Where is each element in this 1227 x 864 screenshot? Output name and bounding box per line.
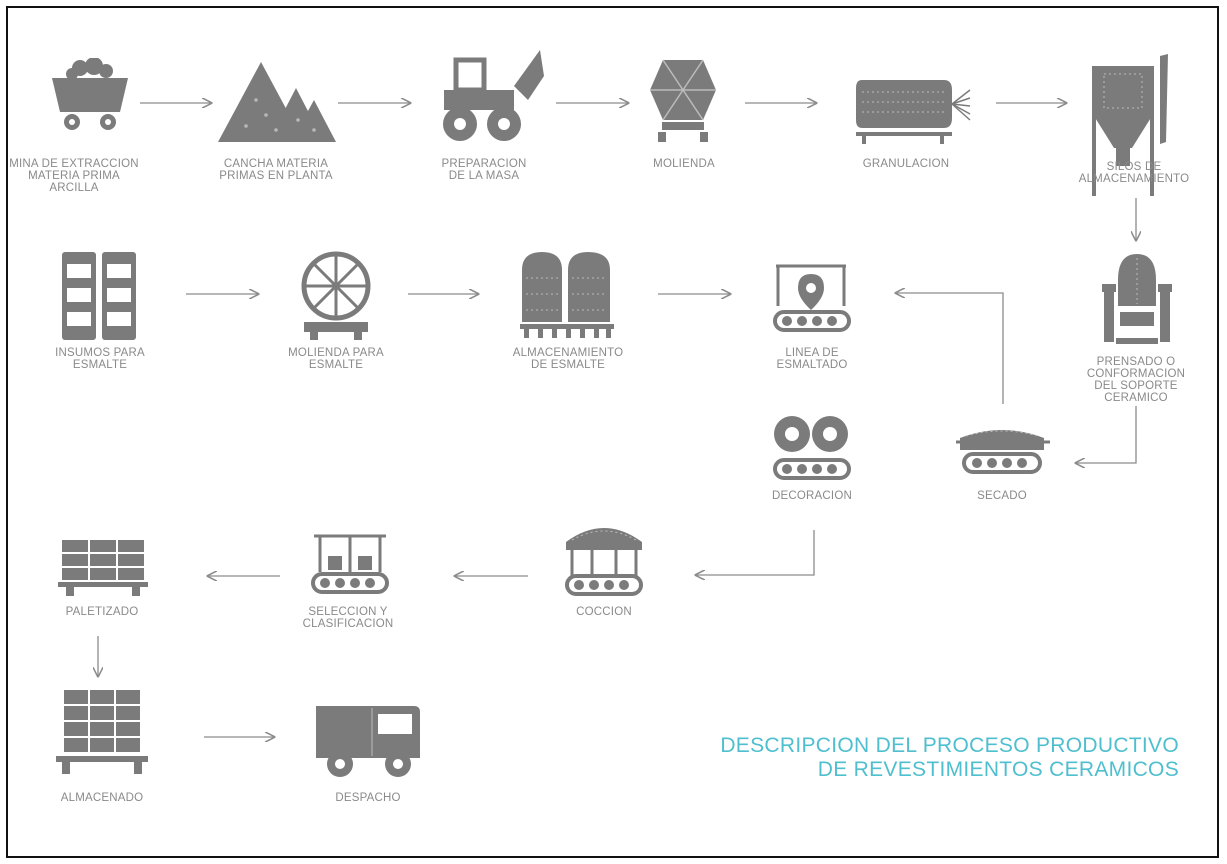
diagram-frame: MINA DE EXTRACCION MATERIA PRIMA ARCILLA… bbox=[6, 6, 1219, 858]
title-line-1: DESCRIPCION DEL PROCESO PRODUCTIVO bbox=[720, 734, 1179, 757]
stacked-pallet-icon bbox=[56, 690, 148, 774]
arrow-12 bbox=[696, 530, 815, 575]
kiln-icon bbox=[565, 528, 643, 596]
mine-cart-icon bbox=[52, 58, 128, 130]
loader-truck-icon bbox=[443, 50, 544, 141]
glaze-supplies-icon bbox=[62, 252, 136, 340]
diagram-title: DESCRIPCION DEL PROCESO PRODUCTIVO DE RE… bbox=[720, 734, 1179, 782]
step-label-despacho: DESPACHO bbox=[335, 792, 401, 804]
title-line-2: DE REVESTIMIENTOS CERAMICOS bbox=[817, 758, 1179, 781]
step-label-paletizado: PALETIZADO bbox=[65, 606, 139, 618]
step-label-molienda: MOLIENDA bbox=[653, 158, 715, 170]
step-label-preparacion: PREPARACION DE LA MASA bbox=[441, 158, 527, 182]
press-icon bbox=[1102, 254, 1172, 344]
sorting-icon bbox=[311, 534, 389, 594]
step-label-seleccion: SELECCION Y CLASIFICACION bbox=[302, 606, 394, 630]
step-label-granulacion: GRANULACION bbox=[862, 158, 950, 170]
step-label-linea-esmaltado: LINEA DE ESMALTADO bbox=[776, 347, 848, 371]
decoration-icon bbox=[773, 416, 851, 480]
truck-icon bbox=[316, 706, 420, 777]
arrow-7 bbox=[1076, 406, 1137, 463]
pallet-icon bbox=[58, 540, 148, 596]
step-label-decoracion: DECORACION bbox=[772, 490, 852, 502]
silo-icon bbox=[1092, 54, 1168, 196]
step-label-secado: SECADO bbox=[977, 490, 1027, 502]
step-label-silos: SILOS DE ALMACENAMIENTO bbox=[1078, 161, 1190, 185]
step-label-cancha: CANCHA MATERIA PRIMAS EN PLANTA bbox=[219, 158, 333, 182]
flow-arrows bbox=[8, 8, 1221, 860]
step-label-almacenado: ALMACENADO bbox=[60, 792, 144, 804]
glazing-line-icon bbox=[773, 264, 851, 332]
material-piles-icon bbox=[218, 62, 336, 142]
glaze-mill-icon bbox=[301, 251, 371, 340]
spray-dryer-icon bbox=[856, 80, 971, 144]
mill-icon bbox=[650, 59, 716, 142]
step-label-coccion: COCCION bbox=[576, 606, 632, 618]
step-label-prensado: PRENSADO O CONFORMACION DEL SOPORTE CERA… bbox=[1086, 356, 1186, 404]
step-label-insumos: INSUMOS PARA ESMALTE bbox=[55, 347, 145, 371]
step-label-mina: MINA DE EXTRACCION MATERIA PRIMA ARCILLA bbox=[9, 158, 139, 194]
arrow-8 bbox=[896, 293, 1004, 404]
step-label-almacenamiento-esmalte: ALMACENAMIENTO DE ESMALTE bbox=[512, 347, 624, 371]
step-label-molienda-esmalte: MOLIENDA PARA ESMALTE bbox=[288, 347, 384, 371]
glaze-tanks-icon bbox=[520, 252, 614, 338]
dryer-icon bbox=[956, 430, 1050, 474]
